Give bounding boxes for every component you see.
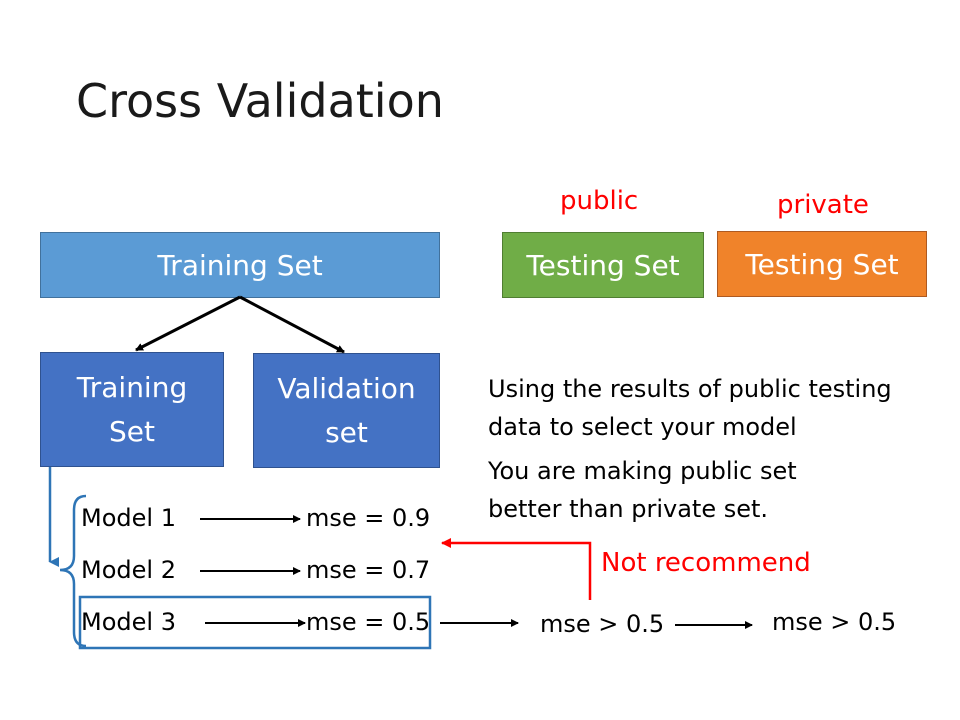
split-arrow-right (239, 295, 345, 354)
public-mse-result: mse > 0.5 (540, 610, 665, 638)
note2-line1: You are making public set (488, 457, 797, 485)
models-brace (59, 494, 87, 648)
training-subset-line2: Set (109, 414, 155, 448)
validation-set-box: Validation set (253, 353, 440, 468)
private-mse-result: mse > 0.5 (772, 608, 897, 636)
model-2-label: Model 2 (81, 556, 176, 584)
note-public-selection: Using the results of public testing data… (488, 370, 892, 446)
split-arrow-left (135, 295, 241, 352)
note1-line2: data to select your model (488, 413, 797, 441)
training-set-box: Training Set (40, 232, 440, 298)
validation-set-line1: Validation (277, 372, 416, 406)
not-recommend-feedback-arrow (441, 538, 592, 600)
not-recommend-label: Not recommend (601, 548, 811, 578)
private-label: private (777, 190, 869, 220)
validation-set-line2: set (325, 415, 368, 449)
note2-line2: better than private set. (488, 495, 769, 523)
model-3-mse: mse = 0.5 (306, 608, 431, 636)
model-2-mse: mse = 0.7 (306, 556, 431, 584)
training-subset-line1: Training (76, 371, 188, 405)
model-3-highlight (78, 595, 432, 650)
training-subset-box: Training Set (40, 352, 224, 467)
model-1-mse: mse = 0.9 (306, 504, 431, 532)
model-1-label: Model 1 (81, 504, 176, 532)
public-label: public (560, 186, 639, 216)
note-overfit-public: You are making public set better than pr… (488, 452, 797, 528)
model-3-label: Model 3 (81, 608, 176, 636)
private-testing-set-box: Testing Set (717, 231, 927, 297)
note1-line1: Using the results of public testing (488, 375, 892, 403)
page-title: Cross Validation (76, 74, 444, 128)
public-testing-set-box: Testing Set (502, 232, 704, 298)
